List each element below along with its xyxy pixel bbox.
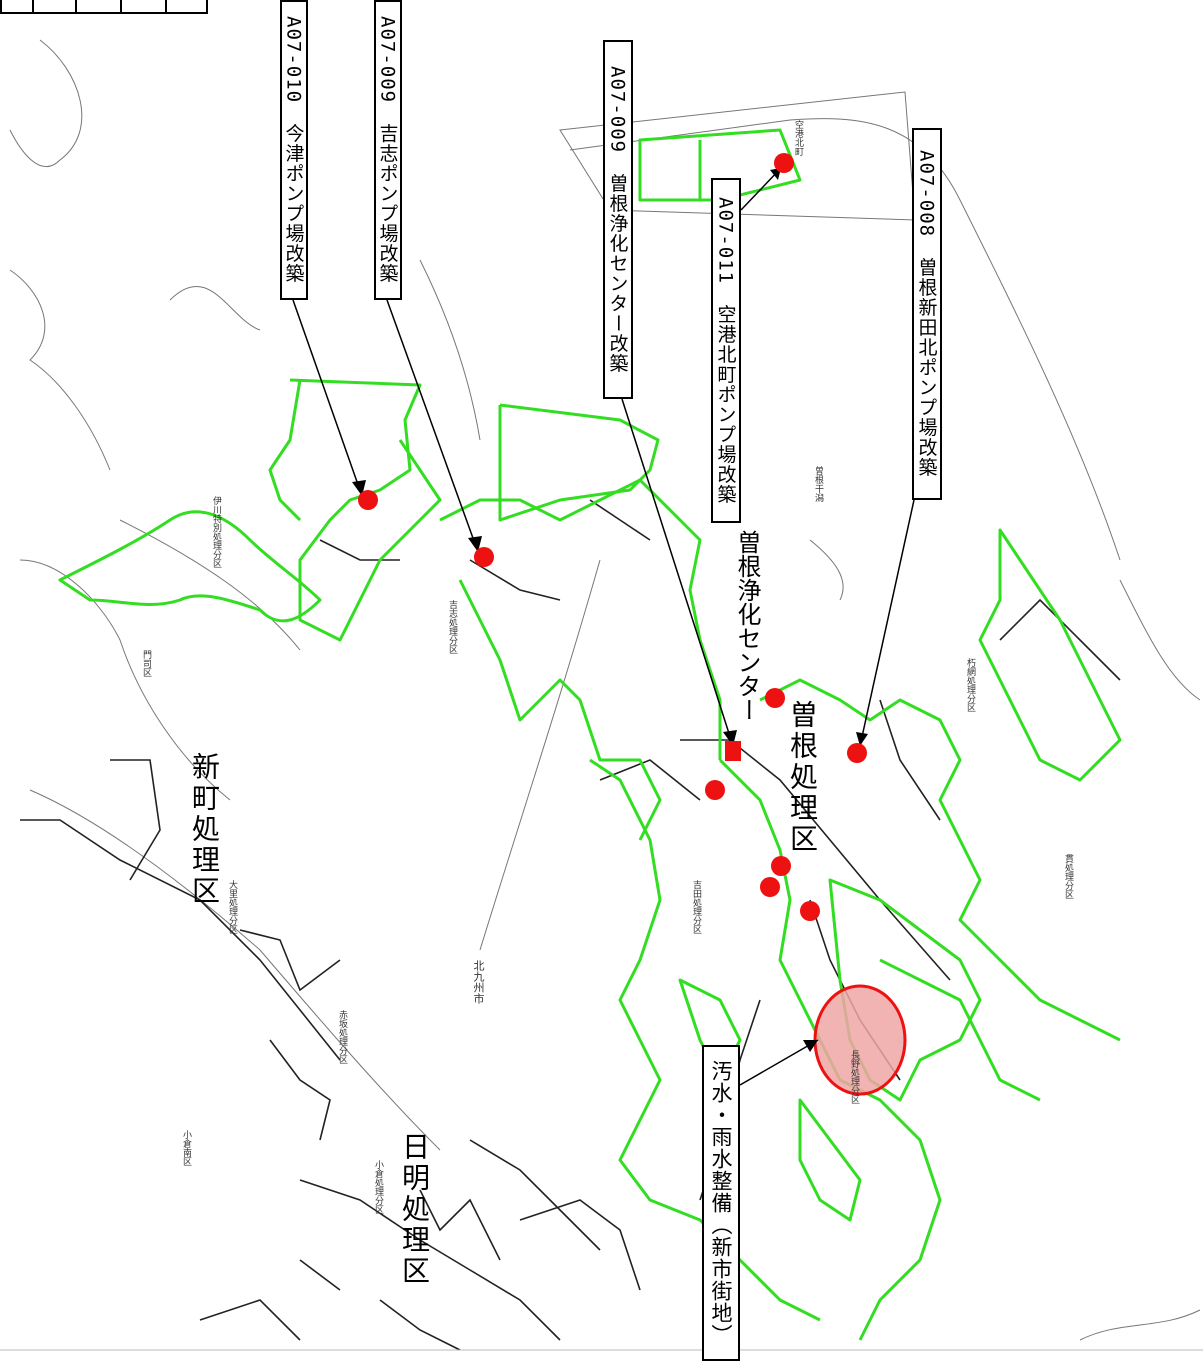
callout-text: 汚水・雨水整備（新市街地） [709,1060,733,1346]
pump-marker-a [765,688,785,708]
district-label-sone: 曽根処理区 [786,700,819,855]
callout-kuko-pump: A07-011 空港北町ポンプ場改築 [711,178,741,523]
map-label: 朽網処理分区 [965,658,975,712]
map-label: 大里処理分区 [227,880,237,934]
map-label: 赤坂処理分区 [337,1010,347,1064]
map-label: 空港北町 [793,120,803,156]
callout-text: A07-010 今津ポンプ場改築 [282,16,305,284]
district-label-hiake: 日明処理区 [398,1132,431,1287]
map-label: 小倉処理分区 [373,1160,383,1214]
pump-marker-d [760,877,780,897]
callout-imazu-pump: A07-010 今津ポンプ場改築 [280,0,308,300]
map-label: 伊川特別処理分区 [211,496,221,568]
imazu-pump-marker [358,490,378,510]
map-label: 小倉南区 [181,1130,191,1166]
callout-sone-center: A07-009 曽根浄化センター改築 [603,40,633,399]
pump-marker-e [800,901,820,921]
callout-yoshishi-pump: A07-009 吉志ポンプ場改築 [374,0,402,300]
map-label: 長野処理分区 [849,1050,859,1104]
pump-markers [358,153,867,921]
callout-text: A07-011 空港北町ポンプ場改築 [714,196,737,505]
pump-marker-c [771,856,791,876]
legend-table-fragment [0,0,208,14]
leader-lines [292,167,915,1086]
callout-text: A07-009 曽根浄化センター改築 [606,65,629,374]
map-label: 門司区 [141,650,151,677]
sone-center-label: 曽根浄化センター [733,530,761,722]
map-label: 北九州市 [472,960,485,1004]
map-label: 吉田処理分区 [691,880,701,934]
callout-shinden-pump: A07-008 曽根新田北ポンプ場改築 [912,128,942,500]
callout-text: A07-009 吉志ポンプ場改築 [376,16,399,284]
callout-text: A07-008 曽根新田北ポンプ場改築 [915,150,938,478]
district-boundaries [58,128,1122,1341]
pump-marker-b [705,780,725,800]
map-label: 曽根干潟 [813,466,823,502]
sewer-lines [20,499,1121,1351]
sone-center-marker [725,741,741,761]
map-label: 吉志処理分区 [447,600,457,654]
shinden-pump-marker [847,743,867,763]
kuko-pump-marker [774,153,794,173]
district-label-shinmachi: 新町処理区 [188,752,221,907]
callout-new-town-sewer: 汚水・雨水整備（新市街地） [702,1045,740,1361]
yoshishi-pump-marker [474,547,494,567]
map-label: 貫処理分区 [1063,854,1073,899]
